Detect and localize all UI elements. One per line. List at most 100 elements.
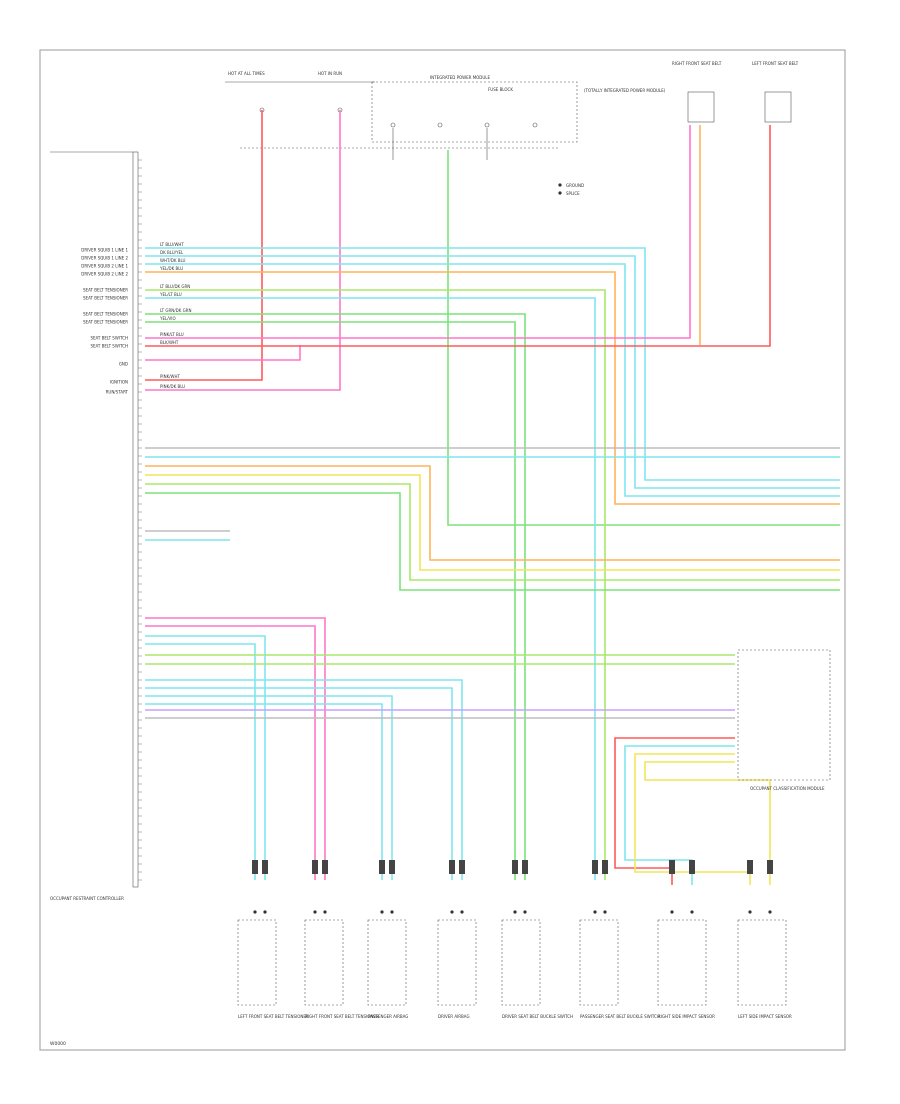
wire-lightgreen-2 (145, 483, 840, 581)
left-pin-label: DRIVER SQUIB 2 LINE 2 (81, 272, 128, 277)
connector-pin (513, 910, 517, 914)
connector-pin (323, 910, 327, 914)
bottom-component-box (657, 919, 707, 1006)
wire-cyan-3 (145, 263, 840, 497)
wire-cyan-4 (145, 297, 596, 880)
left-pin-label: SEAT BELT TENSIONER (83, 288, 128, 293)
wire-cyan-8 (145, 643, 256, 880)
left-pin-label: RUN/START (106, 390, 129, 395)
connector-bar (459, 860, 465, 874)
left-pin-label: DRIVER SQUIB 1 LINE 2 (81, 256, 128, 261)
connector-pin (450, 910, 454, 914)
top-right-connector-label: HOT IN RUN (318, 71, 342, 76)
bottom-component-box (367, 919, 407, 1006)
wire-label: WHT/DK BLU (160, 258, 186, 263)
connector-pin (670, 910, 674, 914)
right-top-label-2: LEFT FRONT SEAT BELT (752, 61, 799, 66)
wire-cyan-2 (145, 255, 840, 489)
left-pin-label: DRIVER SQUIB 2 LINE 1 (81, 264, 128, 269)
connector-bar (522, 860, 528, 874)
connector-pin (380, 910, 384, 914)
connector-bar (689, 860, 695, 874)
left-pin-label: DRIVER SQUIB 1 LINE 1 (81, 248, 128, 253)
bottom-component-label: RIGHT SIDE IMPACT SENSOR (658, 1014, 715, 1019)
wire-cyan-11 (145, 695, 393, 880)
wire-green-3 (145, 321, 516, 880)
wire-pink-2 (145, 617, 326, 880)
left-pin-label: GND (119, 362, 128, 367)
wire-yellow-1 (145, 474, 840, 571)
wire-label: YEL/LT BLU (159, 292, 182, 297)
wire-orange-2 (145, 465, 840, 561)
wire-label: PINK/LT BLU (160, 332, 184, 337)
wire-label: YEL/VIO (159, 316, 176, 321)
bottom-component-label: LEFT FRONT SEAT BELT TENSIONER (238, 1014, 309, 1019)
wire-green-fuse (447, 150, 840, 526)
wire-cyan-9 (145, 679, 463, 880)
connector-pin (460, 910, 464, 914)
fuse-block-sub: FUSE BLOCK (488, 87, 513, 92)
wire-lightgreen-1 (145, 289, 606, 880)
wire-pink-seatbelt-r (145, 125, 691, 339)
top-connectors: HOT AT ALL TIMES HOT IN RUN INTEGRATED P… (225, 71, 666, 196)
left-pin-label: SEAT BELT TENSIONER (83, 296, 128, 301)
connector-bar (322, 860, 328, 874)
bottom-component-label: PASSENGER SEAT BELT BUCKLE SWITCH (580, 1014, 660, 1019)
connector-pin (768, 910, 772, 914)
wire-pink-3 (145, 625, 316, 880)
wire-label: LT BLU/DK GRN (160, 284, 190, 289)
left-pin-label: IGNITION (110, 380, 128, 385)
right-top-label-1: RIGHT FRONT SEAT BELT (672, 61, 722, 66)
bottom-component-box (437, 919, 477, 1006)
wire-pink-run (145, 110, 341, 391)
bottom-component-label: DRIVER SEAT BELT BUCKLE SWITCH (502, 1014, 573, 1019)
bottom-component-label: DRIVER AIRBAG (438, 1014, 470, 1019)
bottom-component-box (579, 919, 619, 1006)
connector-pin (390, 910, 394, 914)
wire-cyan-10 (145, 687, 453, 880)
wire-label: YEL/DK BLU (159, 266, 183, 271)
wire-yellow-lower-2 (644, 761, 771, 885)
connector-pin (593, 910, 597, 914)
left-pin-label: SEAT BELT TENSIONER (83, 312, 128, 317)
wire-label: LT BLU/WHT (160, 242, 184, 247)
connector-bar (379, 860, 385, 874)
left-pin-label: SEAT BELT SWITCH (90, 344, 128, 349)
bottom-component-box (501, 919, 541, 1006)
ground-note: GROUND (566, 183, 584, 188)
bottom-component-label: RIGHT FRONT SEAT BELT TENSIONER (305, 1014, 379, 1019)
wire-label: BLK/WHT (160, 340, 179, 345)
splice-note: SPLICE (566, 191, 580, 196)
wire-cyan-lower (624, 745, 735, 885)
connector-bar (389, 860, 395, 874)
wires (145, 110, 840, 885)
connector-bar (767, 860, 773, 874)
wire-pink-gnd (145, 345, 301, 361)
left-pin-label: SEAT BELT TENSIONER (83, 320, 128, 325)
bottom-connectors (252, 860, 773, 914)
wire-label: PINK/DK BLU (160, 384, 185, 389)
connector-pin (253, 910, 257, 914)
wire-red-ignition (145, 110, 263, 381)
left-pin-labels: DRIVER SQUIB 1 LINE 1 DRIVER SQUIB 1 LINE… (81, 248, 128, 395)
connector-pin (523, 910, 527, 914)
connector-bar (602, 860, 608, 874)
right-module-name: OCCUPANT CLASSIFICATION MODULE (750, 786, 825, 791)
module-name: OCCUPANT RESTRAINT CONTROLLER (50, 896, 124, 901)
bottom-component-box (737, 919, 787, 1006)
bottom-component-label: LEFT SIDE IMPACT SENSOR (738, 1014, 792, 1019)
fuse-block-side: (TOTALLY INTEGRATED POWER MODULE) (584, 88, 666, 93)
diagram-frame (39, 49, 846, 1051)
connector-bar (592, 860, 598, 874)
connector-pin (263, 910, 267, 914)
wire-orange-1 (145, 271, 840, 505)
connector-bar (747, 860, 753, 874)
occupant-classification-module (737, 649, 831, 781)
wire-green-2 (145, 313, 526, 880)
wire-label: PINK/WHT (160, 374, 181, 379)
top-left-connector-label: HOT AT ALL TIMES (228, 71, 265, 76)
connector-bar (312, 860, 318, 874)
